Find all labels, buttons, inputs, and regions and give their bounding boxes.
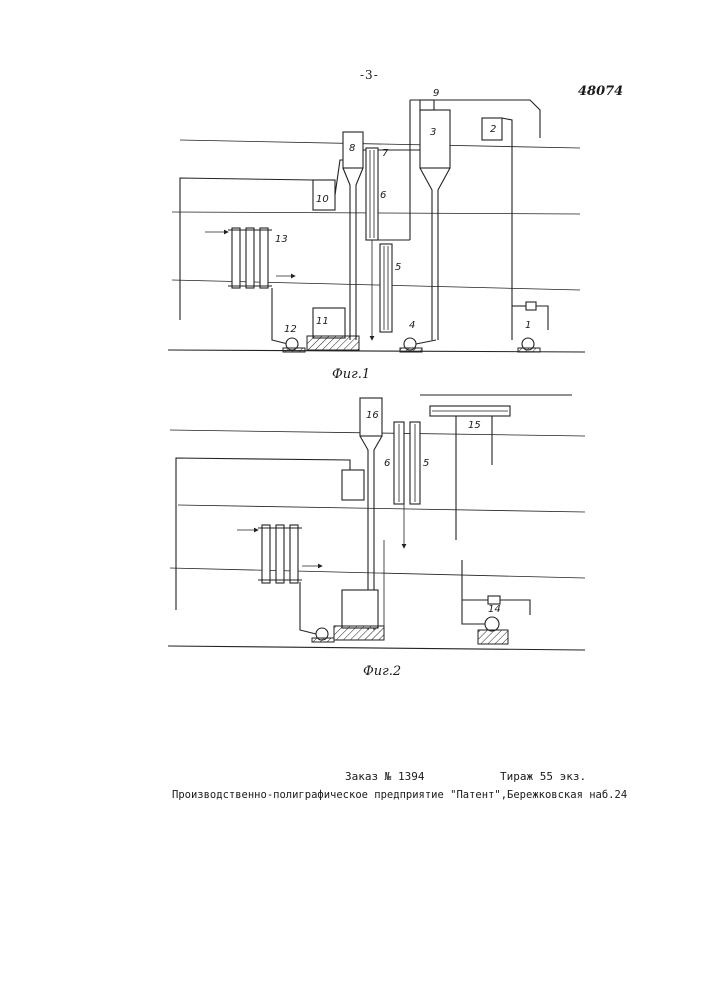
label-8: 8 (349, 143, 355, 154)
tank (342, 590, 378, 628)
label-6: 6 (380, 190, 386, 201)
figure-1-caption: Фиг.1 (332, 367, 370, 382)
label-4: 4 (409, 320, 415, 331)
label-2: 2 (490, 124, 496, 135)
figure-2-drawing (168, 395, 585, 650)
figure-2-caption: Фиг.2 (363, 664, 401, 679)
label-11: 11 (316, 316, 329, 327)
exchanger-5 (380, 244, 392, 332)
exchanger-6 (366, 148, 378, 240)
print-run: Тираж 55 экз. (500, 770, 586, 783)
label-13: 13 (275, 234, 288, 245)
pump-14 (485, 617, 499, 631)
label-10: 10 (316, 194, 329, 205)
label-9: 9 (433, 88, 439, 99)
label-1: 1 (525, 320, 531, 331)
label-7: 7 (382, 148, 388, 159)
label-3: 3 (430, 127, 436, 138)
label-16: 16 (366, 410, 379, 421)
label-5: 5 (423, 458, 429, 469)
cooler (237, 525, 322, 583)
vessel-3 (420, 110, 450, 168)
publisher-line: Производственно-полиграфическое предприя… (172, 789, 627, 801)
figure-1-drawing (168, 100, 585, 352)
label-6: 6 (384, 458, 390, 469)
label-15: 15 (468, 420, 481, 431)
order-number: Заказ № 1394 (345, 770, 424, 783)
label-14: 14 (488, 604, 501, 615)
label-12: 12 (284, 324, 297, 335)
label-5: 5 (395, 262, 401, 273)
